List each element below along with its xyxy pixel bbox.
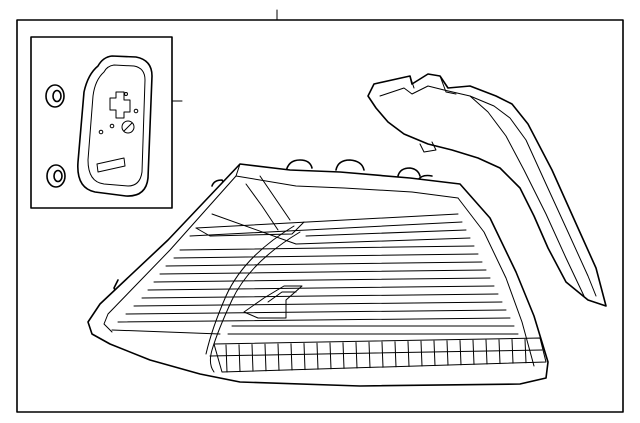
- lens-grid-line: [485, 339, 488, 365]
- lens-grid-line: [290, 343, 293, 371]
- lens-grid-line: [407, 341, 410, 367]
- mounting-stud: [397, 167, 421, 177]
- lens-grid-line: [238, 344, 241, 373]
- lens-grid-line: [316, 342, 319, 370]
- lower-lens-strip: [213, 337, 547, 373]
- reflector-insert: [243, 285, 303, 319]
- inset-detail: [30, 36, 183, 209]
- lens-grid-line: [433, 340, 436, 367]
- lens-grid-line: [342, 342, 345, 369]
- lamp-housing: [87, 163, 549, 387]
- side-stud: [211, 179, 227, 187]
- diagram-frame: [16, 19, 624, 413]
- mounting-stud: [335, 159, 365, 171]
- bulb-socket-panel: [77, 55, 153, 197]
- lens-ribs: [111, 213, 519, 335]
- lens-grid-line: [381, 341, 384, 368]
- lens-grid-line: [251, 344, 254, 372]
- lens-grid-line: [368, 341, 371, 369]
- lamp-seal: [367, 73, 607, 307]
- mounting-grommet-top: [45, 84, 65, 108]
- lens-grid-line: [303, 343, 306, 371]
- lower-lens-grid: [225, 338, 527, 373]
- mounting-grommet-bottom: [46, 164, 66, 188]
- lens-grid-line: [355, 342, 358, 369]
- tail-lamp-assembly: [87, 159, 549, 387]
- lens-grid-line: [498, 339, 501, 365]
- inset-frame: [30, 36, 173, 209]
- lens-grid-line: [329, 342, 332, 370]
- lens-grid-line: [264, 343, 267, 372]
- lens-grid-line: [472, 339, 475, 365]
- reflector-window: [195, 221, 305, 237]
- lens-grid-line: [420, 340, 423, 367]
- lens-grid-line: [446, 340, 449, 366]
- lens-grid-line: [225, 344, 228, 373]
- lens-grid-line: [511, 339, 514, 364]
- lens-grid-line: [524, 338, 527, 364]
- mounting-stud: [285, 159, 313, 173]
- lens-grid-line: [277, 343, 280, 371]
- lens-grid-line: [394, 341, 397, 368]
- lens-grid-line: [459, 340, 462, 366]
